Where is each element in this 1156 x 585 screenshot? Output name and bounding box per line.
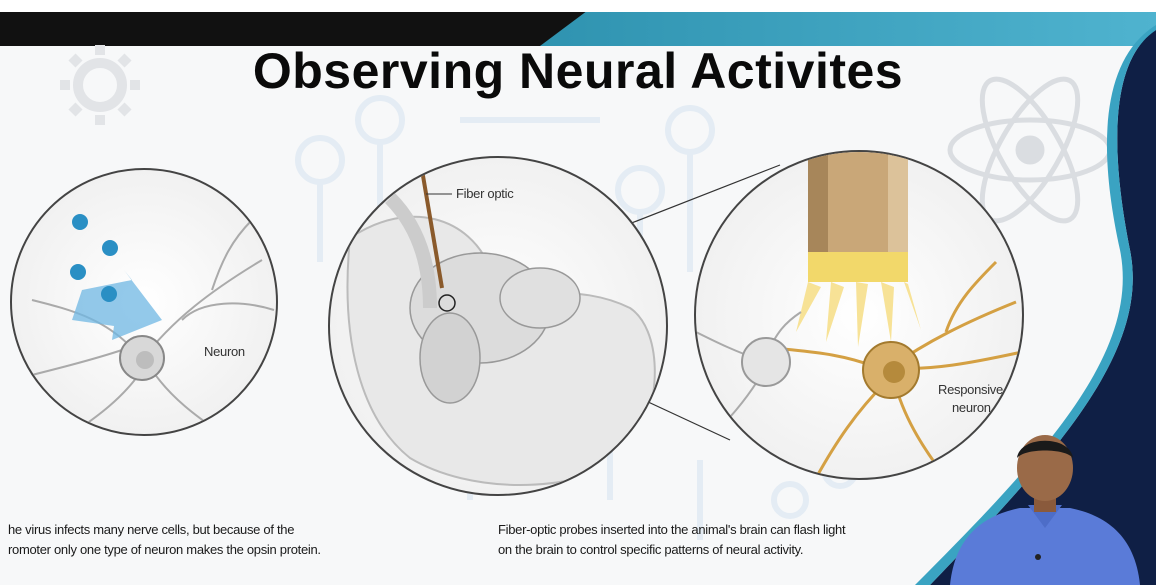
lapel-mic bbox=[1035, 554, 1041, 560]
presenter-video bbox=[930, 430, 1156, 585]
right-caption-line2: on the brain to control specific pattern… bbox=[498, 540, 918, 560]
right-caption-line1: Fiber-optic probes inserted into the ani… bbox=[498, 520, 918, 540]
left-caption: he virus infects many nerve cells, but b… bbox=[8, 520, 428, 560]
left-caption-line2: romoter only one type of neuron makes th… bbox=[8, 540, 428, 560]
left-caption-line1: he virus infects many nerve cells, but b… bbox=[8, 520, 428, 540]
right-caption: Fiber-optic probes inserted into the ani… bbox=[498, 520, 918, 560]
